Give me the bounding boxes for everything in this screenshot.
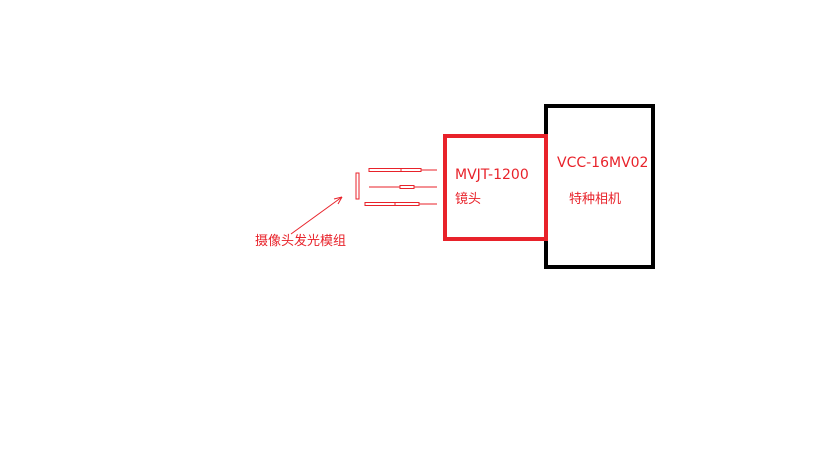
lens-model-label: MVJT-1200: [455, 167, 529, 183]
pointer-arrow: [290, 196, 343, 235]
light-ray: [364, 202, 437, 206]
camera-model-label: VCC-16MV02: [557, 155, 649, 171]
light-module-bar: [355, 172, 360, 200]
lens-box: [443, 134, 548, 241]
light-ray: [369, 185, 437, 189]
light-module-label: 摄像头发光模组: [255, 234, 347, 249]
camera-box: [544, 104, 655, 269]
light-ray: [368, 168, 437, 172]
lens-name-label: 镜头: [455, 192, 482, 207]
camera-name-label: 特种相机: [569, 192, 622, 207]
